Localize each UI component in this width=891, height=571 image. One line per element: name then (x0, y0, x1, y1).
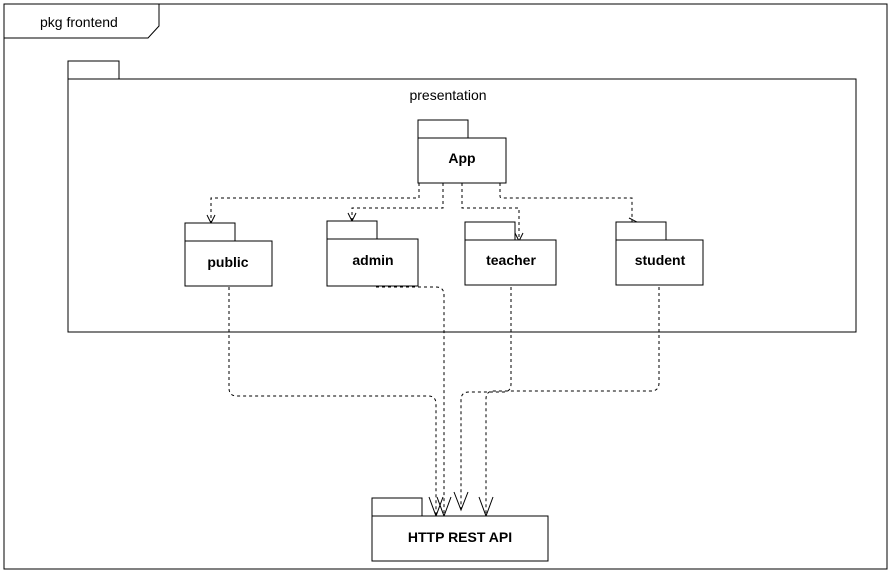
dependency-teacher-api (460, 287, 512, 509)
package-admin[interactable]: admin (326, 220, 419, 287)
dependency-student-api (485, 287, 660, 515)
package-admin-label: admin (352, 252, 393, 268)
arrowhead-teacher-api (453, 491, 469, 512)
package-http-rest-api[interactable]: HTTP REST API (371, 497, 549, 562)
package-tab (184, 222, 236, 242)
package-tab (417, 119, 469, 139)
dependency-edges (206, 183, 660, 518)
dependency-admin-api (376, 286, 445, 515)
package-public[interactable]: public (184, 222, 273, 287)
package-app-label: App (448, 150, 475, 166)
package-teacher[interactable]: teacher (464, 221, 557, 286)
package-app[interactable]: App (417, 119, 507, 184)
frame-title: pkg frontend (40, 14, 118, 30)
package-student[interactable]: student (615, 221, 704, 286)
package-public-label: public (207, 254, 248, 270)
package-presentation-title: presentation (409, 87, 486, 103)
package-tab (615, 221, 667, 241)
package-body (184, 240, 273, 287)
package-body (326, 238, 419, 287)
package-body (371, 515, 549, 562)
package-tab (326, 220, 378, 240)
dependency-app-admin (351, 183, 444, 220)
dependency-public-api (228, 287, 437, 515)
dependency-app-student (499, 183, 633, 223)
package-tab (371, 497, 423, 517)
package-body (615, 239, 704, 286)
package-tab (67, 60, 120, 80)
package-teacher-label: teacher (486, 252, 536, 268)
dependency-app-teacher (461, 183, 520, 241)
package-body (417, 137, 507, 184)
dependency-app-public (210, 183, 420, 222)
package-body (464, 239, 557, 286)
package-student-label: student (635, 252, 686, 268)
package-api-label: HTTP REST API (408, 529, 512, 545)
frame-title-tab (3, 3, 160, 39)
package-tab (464, 221, 516, 241)
package-body (67, 78, 857, 333)
